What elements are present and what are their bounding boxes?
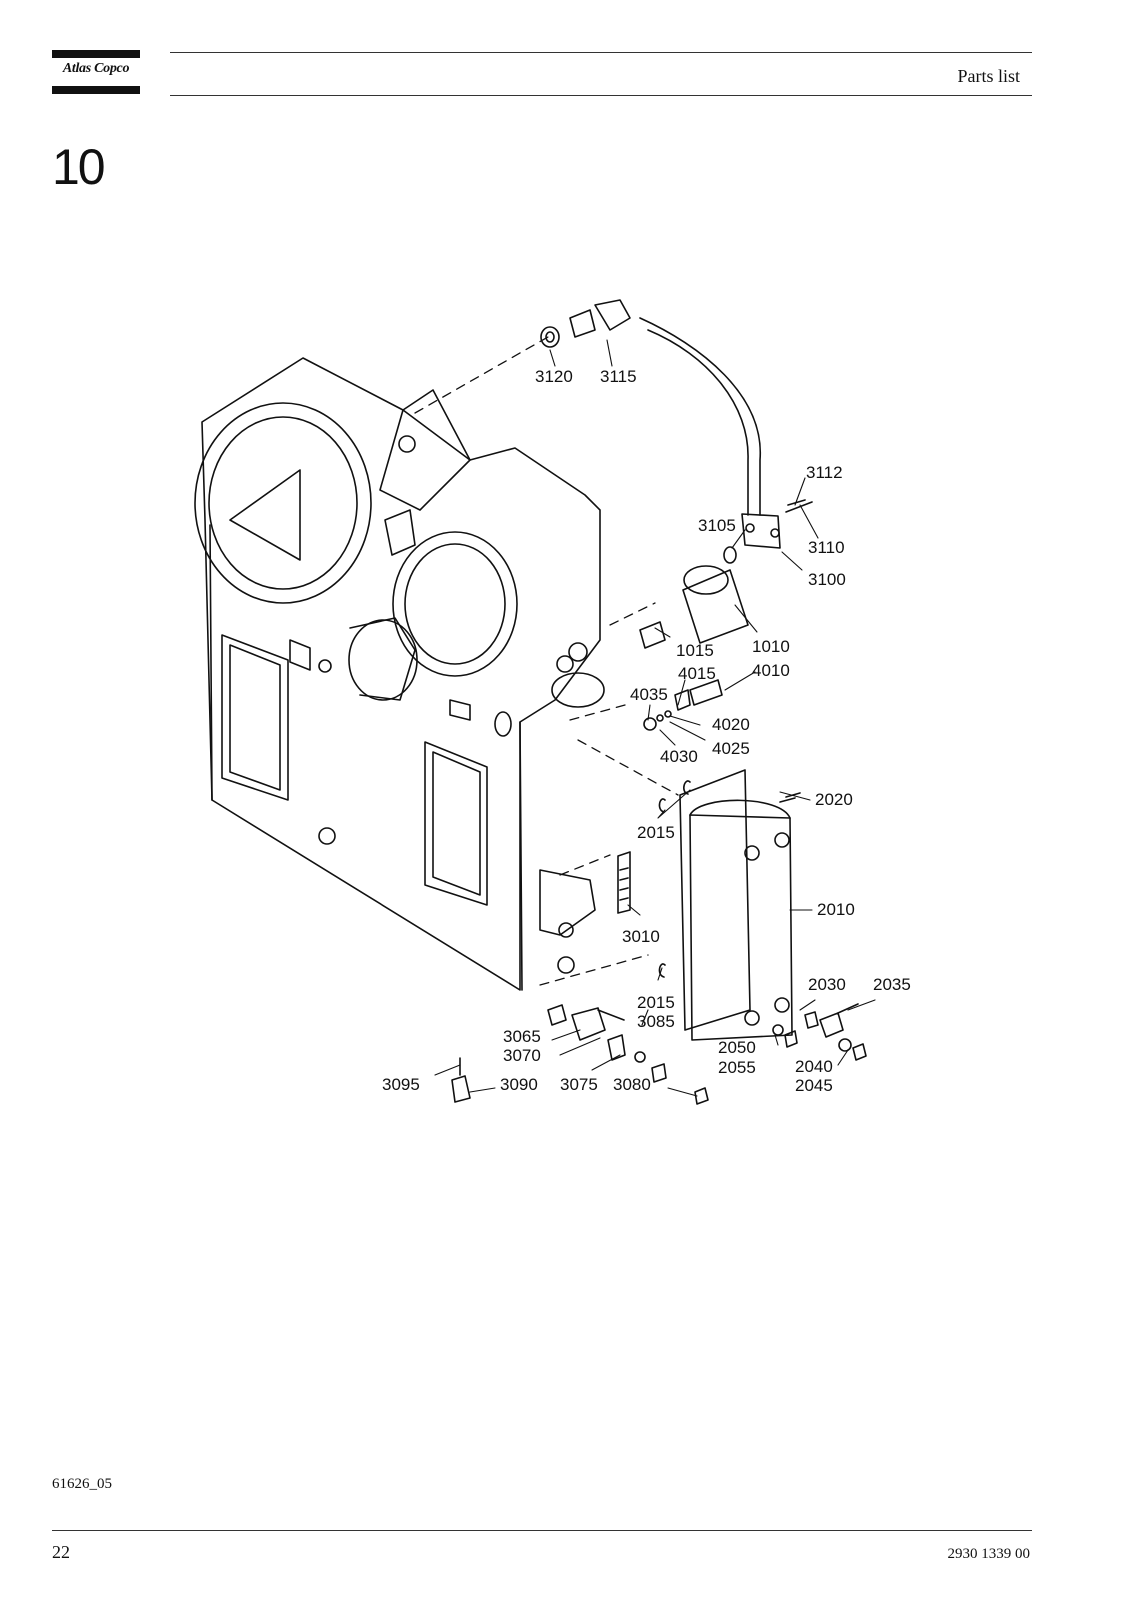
callout-1015: 1015 — [676, 641, 714, 660]
callout-2015-lower: 2015 — [637, 993, 675, 1012]
assembly-lines — [414, 336, 679, 986]
callout-2040: 2040 — [795, 1057, 833, 1076]
callout-3112: 3112 — [806, 463, 843, 482]
callout-3070: 3070 — [503, 1046, 541, 1065]
callout-4010: 4010 — [752, 661, 790, 680]
callout-3115: 3115 — [600, 367, 637, 386]
header-rule-bottom — [170, 95, 1032, 96]
callout-4020: 4020 — [712, 715, 750, 734]
leader-lines — [434, 339, 876, 1097]
oil-filter — [639, 565, 749, 649]
callout-3095: 3095 — [382, 1075, 420, 1094]
callout-3110: 3110 — [808, 538, 845, 557]
page-number: 22 — [52, 1542, 70, 1562]
logo-bar-top — [52, 50, 140, 58]
callout-3065: 3065 — [503, 1027, 541, 1046]
header-title: Parts list — [957, 66, 1020, 86]
section-number: 10 — [52, 139, 106, 195]
figure-reference: 61626_05 — [52, 1476, 112, 1492]
callout-2045: 2045 — [795, 1076, 833, 1095]
callout-2015-upper: 2015 — [637, 823, 675, 842]
oil-cooler — [658, 769, 801, 1041]
footer-rule — [52, 1530, 1032, 1531]
callout-4025: 4025 — [712, 739, 750, 758]
callout-4015: 4015 — [678, 664, 716, 683]
callout-3100: 3100 — [808, 570, 846, 589]
callout-1010: 1010 — [752, 637, 790, 656]
exploded-parts-drawing: 3120 3115 3112 3110 3105 3100 1010 1015 … — [194, 299, 911, 1105]
logo-wordmark: Atlas Copco — [62, 61, 130, 76]
callout-2035: 2035 — [873, 975, 911, 994]
housing — [194, 357, 605, 991]
callout-2010: 2010 — [817, 900, 855, 919]
header-rule-top — [170, 52, 1032, 53]
atlas-copco-logo: Atlas Copco — [52, 50, 140, 94]
callout-2030: 2030 — [808, 975, 846, 994]
callouts: 3120 3115 3112 3110 3105 3100 1010 1015 … — [382, 367, 911, 1095]
pipe-assembly — [540, 299, 813, 564]
callout-4030: 4030 — [660, 747, 698, 766]
callout-3090: 3090 — [500, 1075, 538, 1094]
drain-fittings — [451, 1003, 867, 1105]
callout-3080: 3080 — [613, 1075, 651, 1094]
valve-parts — [643, 679, 723, 731]
logo-bar-bottom — [52, 86, 140, 94]
callout-4035: 4035 — [630, 685, 668, 704]
callout-3105: 3105 — [698, 516, 736, 535]
callout-3010: 3010 — [622, 927, 660, 946]
callout-3120: 3120 — [535, 367, 573, 386]
callout-2050: 2050 — [718, 1038, 756, 1057]
callout-3085: 3085 — [637, 1012, 675, 1031]
callout-2020: 2020 — [815, 790, 853, 809]
callout-2055: 2055 — [718, 1058, 756, 1077]
document-number: 2930 1339 00 — [947, 1546, 1031, 1562]
callout-3075: 3075 — [560, 1075, 598, 1094]
level-indicator — [617, 851, 631, 914]
